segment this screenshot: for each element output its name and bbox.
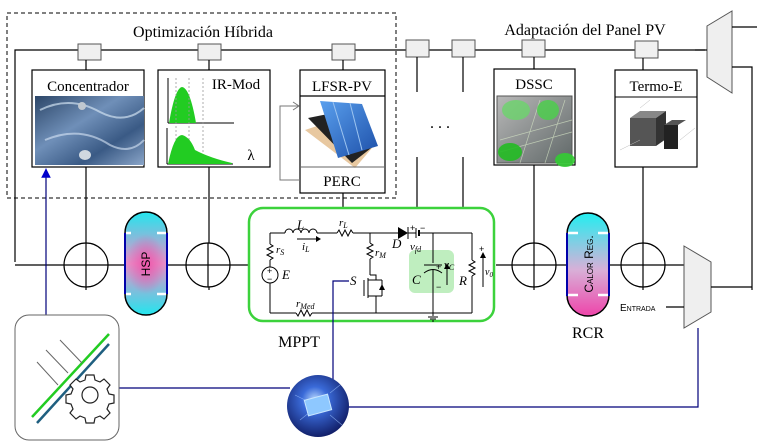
polarity-marks: + − + − + − + [267,223,484,292]
connector-concentrador[interactable] [77,43,102,61]
rS-label: rS [276,244,284,257]
D-label: D [391,236,402,251]
perc-label: PERC [323,174,361,190]
spectrum-chart-bottom [166,128,233,165]
concentrador-module[interactable]: Concentrador [31,69,145,168]
perc-feedback-arrow [279,105,300,181]
R-label: R [458,273,467,288]
dssc-module[interactable]: DSSC [493,68,576,167]
connector-ir-mod[interactable] [197,43,222,61]
connector-dssc[interactable] [521,39,546,58]
C-label: C [412,272,421,287]
connector-extra-2[interactable] [451,39,476,58]
dssc-label: DSSC [515,77,553,93]
control-wires [41,168,699,408]
output-mux-top [695,10,757,290]
connector-termo-e[interactable] [634,40,659,59]
hsp-block[interactable]: HSP [124,211,168,316]
circuit-labels: L iL rL rS E rM D vfd S C vC R v0 rMed [276,217,493,311]
iL-label: iL [302,241,310,254]
svg-text:−: − [420,223,425,233]
rcr-label: RCR [572,325,604,342]
body-diode [379,284,385,290]
ir-mod-label: IR-Mod [212,77,261,93]
rL-label: rL [339,217,348,230]
svg-text:+: + [410,223,415,233]
lambda-symbol: λ [247,148,255,164]
v0-label: v0 [485,267,493,279]
output-mux-bottom [666,245,752,329]
inductor-L-label: L [296,217,304,232]
spectrum-chart-top [167,78,234,164]
svg-text:−: − [267,274,272,284]
vC-label: vC [444,259,455,272]
module-drops [85,57,644,290]
rM-label: rM [375,247,387,260]
lfsr-pv-module[interactable]: LFSR-PV PERC [279,69,386,194]
S-label: S [350,273,357,288]
lfsr-pv-label: LFSR-PV [312,79,372,95]
concentrador-label: Concentrador [47,79,129,95]
thermoelectric-image [619,99,696,151]
mppt-label: MPPT [278,334,320,351]
ellipsis: . . . [430,115,450,132]
pv-adaptation-title: Adaptación del Panel PV [504,22,666,39]
connector-extra-1[interactable] [405,39,430,58]
rMed-label: rMed [296,298,315,311]
summing-junction-2 [185,242,231,288]
summing-junction-1 [63,242,109,288]
summing-junctions [63,242,666,288]
diode-D [398,227,408,239]
solar-cell-image [305,101,378,168]
svg-text:+: + [479,244,484,254]
calor-reg-label: Calor Reg. [582,235,596,292]
mppt-converter[interactable]: L iL rL rS E rM D vfd S C vC R v0 rMed +… [247,206,496,323]
mppt-controller-chip[interactable] [287,375,349,437]
termo-e-module[interactable]: Termo-E [614,69,698,168]
solar-sensor-block[interactable] [14,314,120,441]
connector-lfsr-pv[interactable] [331,43,356,61]
E-label: E [281,267,290,282]
circuit-wires [261,227,477,322]
rcr-block[interactable]: Calor Reg. [566,212,610,317]
summing-junction-4 [620,242,666,288]
termo-e-label: Termo-E [629,79,682,95]
summing-junction-3 [511,242,557,288]
svg-text:−: − [436,282,441,292]
gear-icon [65,374,115,424]
sunlight-arrows [36,339,83,386]
bus-connectors [77,39,659,61]
entrada-label: Entrada [620,303,656,314]
hybrid-optimization-title: Optimización Híbrida [133,24,273,41]
svg-text:+: + [436,262,441,272]
svg-text:+: + [267,266,272,276]
vfd-label: vfd [410,241,422,254]
hsp-label: HSP [139,252,153,277]
capacitor-highlight [409,250,454,293]
ir-mod-module[interactable]: IR-Mod λ [157,69,271,168]
